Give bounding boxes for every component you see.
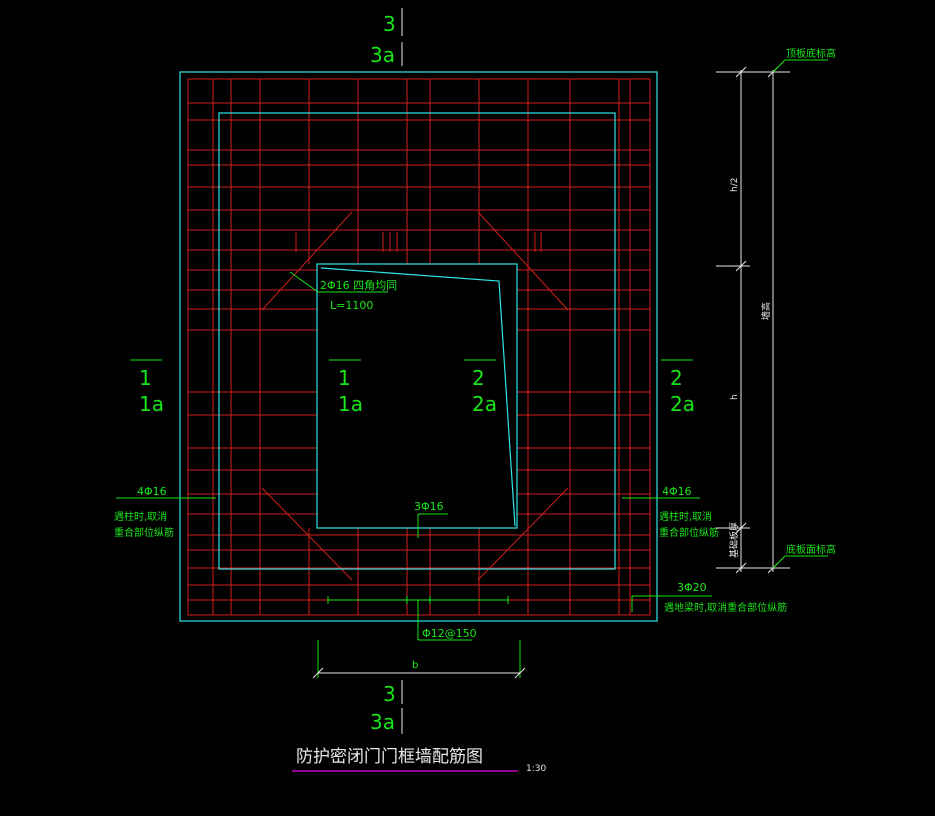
svg-text:4Φ16: 4Φ16 <box>137 485 167 498</box>
svg-text:1a: 1a <box>338 392 363 416</box>
svg-text:顶板底标高: 顶板底标高 <box>786 47 836 60</box>
svg-text:重合部位纵筋: 重合部位纵筋 <box>114 526 174 539</box>
svg-text:h: h <box>730 394 740 400</box>
svg-text:Φ12@150: Φ12@150 <box>422 627 477 640</box>
svg-text:1: 1 <box>338 366 351 390</box>
svg-text:3Φ16: 3Φ16 <box>414 500 444 513</box>
svg-text:3: 3 <box>383 682 396 706</box>
corner-bar-callout: 2Φ16 四角均同 L=1100 <box>289 271 397 312</box>
svg-text:防护密闭门门框墙配筋图: 防护密闭门门框墙配筋图 <box>296 747 483 767</box>
svg-text:2a: 2a <box>670 392 695 416</box>
svg-text:h/2: h/2 <box>730 178 740 192</box>
svg-text:1:30: 1:30 <box>526 764 546 774</box>
svg-text:遇柱时,取消: 遇柱时,取消 <box>659 510 712 523</box>
section-mark-left-inner: 1 1a <box>329 359 363 416</box>
svg-text:L=1100: L=1100 <box>330 299 373 312</box>
svg-text:遇地梁时,取消重合部位纵筋: 遇地梁时,取消重合部位纵筋 <box>664 601 787 614</box>
stirrup-callout: Φ12@150 <box>327 596 509 641</box>
sill-bar-callout: 3Φ16 <box>414 500 448 538</box>
width-dimension: b <box>312 640 526 679</box>
svg-text:墙高: 墙高 <box>760 302 772 320</box>
svg-text:重合部位纵筋: 重合部位纵筋 <box>659 526 719 539</box>
bottom-bar-callout: 3Φ20 遇地梁时,取消重合部位纵筋 <box>631 581 787 614</box>
svg-text:2Φ16 四角均同: 2Φ16 四角均同 <box>320 279 397 292</box>
svg-text:b: b <box>412 660 418 671</box>
svg-text:3: 3 <box>383 12 396 36</box>
svg-text:3Φ20: 3Φ20 <box>677 581 707 594</box>
svg-text:4Φ16: 4Φ16 <box>662 485 692 498</box>
section-mark-right-outer: 2 2a <box>661 359 695 416</box>
svg-text:2: 2 <box>472 366 485 390</box>
svg-text:底板面标高: 底板面标高 <box>786 543 836 556</box>
section-mark-left-outer: 1 1a <box>130 359 164 416</box>
svg-text:1a: 1a <box>139 392 164 416</box>
svg-text:3a: 3a <box>370 710 395 734</box>
svg-text:2a: 2a <box>472 392 497 416</box>
svg-text:遇柱时,取消: 遇柱时,取消 <box>114 510 167 523</box>
wall-outline <box>179 71 658 622</box>
svg-text:基础板厚: 基础板厚 <box>728 522 740 558</box>
right-bar-callout: 4Φ16 遇柱时,取消 重合部位纵筋 <box>622 485 719 539</box>
drawing-title: 防护密闭门门框墙配筋图 1:30 <box>292 747 546 774</box>
section-mark-bottom: 3 3a <box>370 680 403 734</box>
section-mark-top: 3 3a <box>370 8 403 67</box>
rebar-grid <box>187 78 651 616</box>
svg-text:3a: 3a <box>370 43 395 67</box>
left-bar-callout: 4Φ16 遇柱时,取消 重合部位纵筋 <box>114 485 216 539</box>
svg-text:2: 2 <box>670 366 683 390</box>
section-mark-right-inner: 2 2a <box>464 359 497 416</box>
elevation-dimensions: 顶板底标高 底板面标高 h/2 h 墙高 基础板厚 <box>716 47 836 574</box>
svg-text:1: 1 <box>139 366 152 390</box>
